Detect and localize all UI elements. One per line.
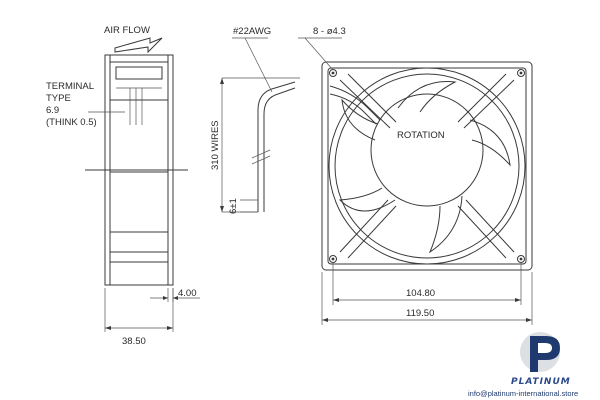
hole-spacing-dimension: 104.80 bbox=[406, 288, 435, 299]
terminal-type-label: TYPE bbox=[46, 93, 71, 104]
air-flow-label: AIR FLOW bbox=[104, 25, 150, 36]
terminal-block bbox=[109, 61, 169, 101]
terminal-dim-label: 6.9 bbox=[46, 105, 59, 116]
platinum-logo-icon bbox=[520, 332, 560, 372]
wire-exit bbox=[329, 85, 381, 121]
brand-email: info@platinum-international.store bbox=[468, 389, 578, 398]
depth-dimension: 38.50 bbox=[122, 336, 146, 347]
wire-length-label: 310 WIRES bbox=[210, 120, 221, 170]
side-view bbox=[85, 37, 200, 332]
wire-bundle bbox=[257, 81, 296, 205]
fan-blade-icon bbox=[338, 81, 511, 254]
arrow-icon bbox=[114, 37, 163, 54]
holes-label: 8 - ø4.3 bbox=[313, 26, 346, 37]
mount-hole bbox=[517, 69, 525, 77]
brand-name: PLATINUM bbox=[511, 377, 571, 387]
overall-width-dimension: 119.50 bbox=[406, 308, 434, 319]
wire-strip-label: 6±1 bbox=[228, 198, 239, 214]
terminal-label: TERMINAL bbox=[46, 81, 94, 92]
wire-gauge-label: #22AWG bbox=[233, 26, 271, 37]
flange-dimension: 4.00 bbox=[178, 288, 197, 299]
front-view bbox=[298, 37, 533, 325]
terminal-thick-label: (THINK 0.5) bbox=[46, 117, 97, 128]
fan-frame bbox=[321, 61, 533, 271]
wire-view bbox=[220, 37, 300, 213]
fan-hub bbox=[370, 93, 484, 207]
rotation-label: ROTATION bbox=[397, 130, 445, 141]
frame-spokes bbox=[339, 73, 515, 259]
